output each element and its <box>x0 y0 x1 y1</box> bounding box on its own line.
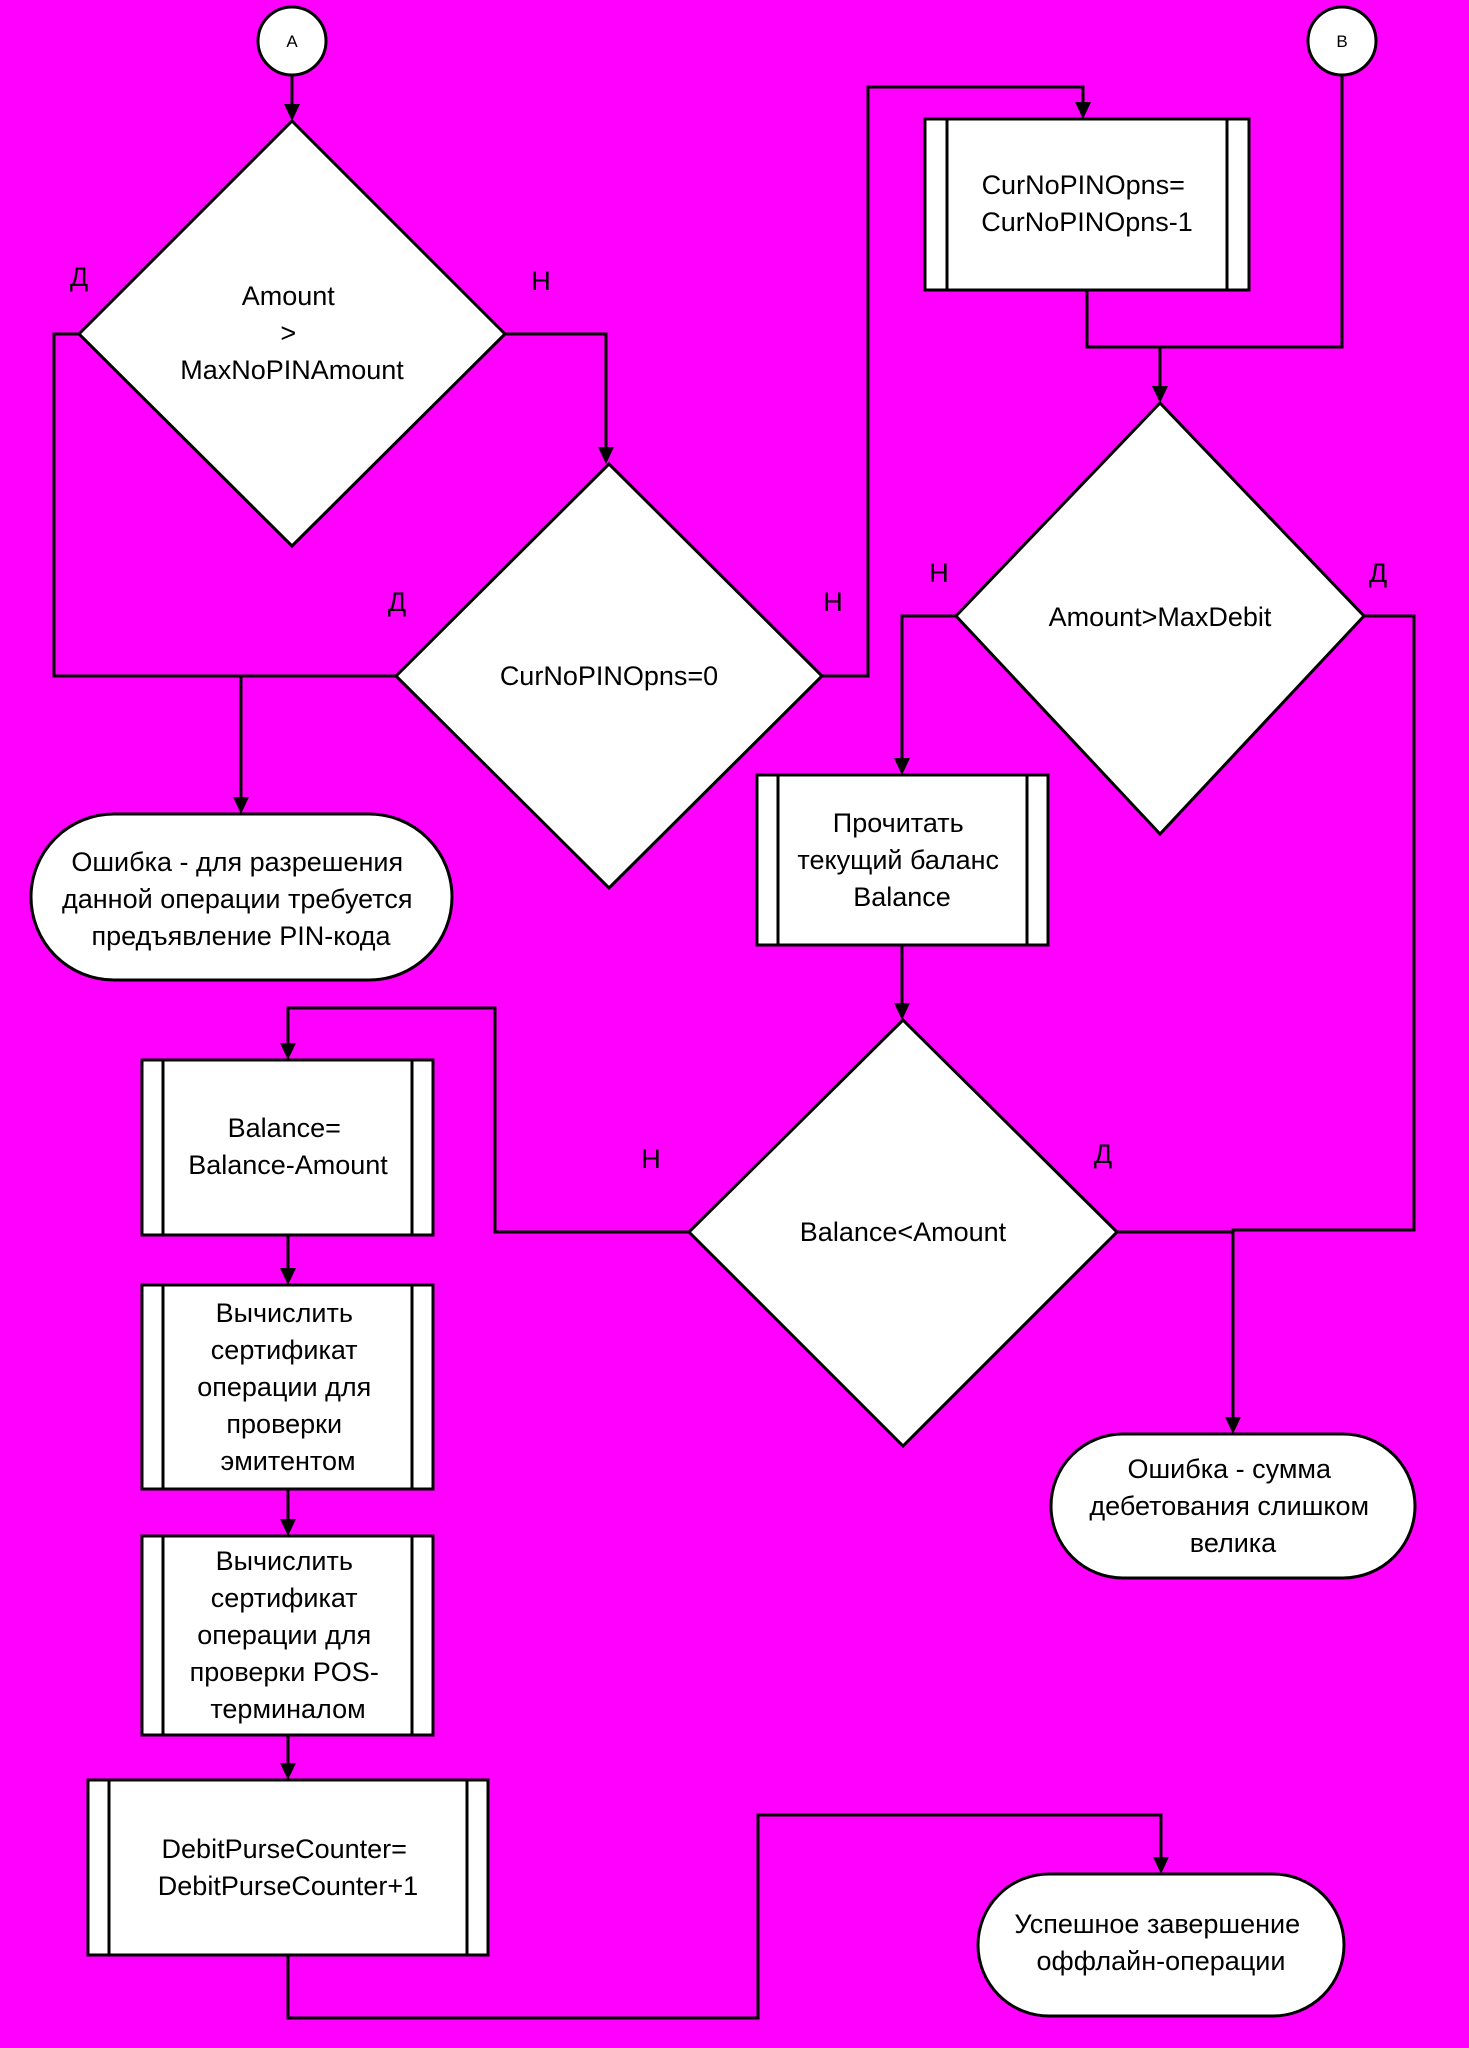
process-pos-certificate: Вычислить сертификат операции для провер… <box>140 1534 435 1737</box>
decision-amount-vs-max-nopin-text: Amount > MaxNoPINAmount <box>180 281 404 385</box>
process-5-line-1: Вычислить <box>216 1546 353 1576</box>
flow-counter-to-success <box>286 1813 1163 2020</box>
decision-balance-vs-amount: Balance<Amount <box>686 1017 1120 1449</box>
process-5-line-5: терминалом <box>210 1694 365 1724</box>
flow-d4-no-arrowhead <box>280 1043 296 1060</box>
process-3-line-2: Balance-Amount <box>188 1150 388 1180</box>
flow-decrement-to-d3-arrowhead <box>1152 386 1168 403</box>
terminal-3-line-1: Успешное завершение <box>1014 1909 1300 1939</box>
process-2-line-3: Balance <box>853 882 951 912</box>
decision-cur-nopin-zero: CurNoPINOpns=0 <box>393 461 825 891</box>
process-4-line-2: сертификат <box>211 1335 358 1365</box>
process-5-line-2: сертификат <box>211 1583 358 1613</box>
process-4-line-4: проверки <box>226 1409 342 1439</box>
flow-b-down <box>1160 75 1344 349</box>
branch-label-d2-yes: Д <box>388 587 406 617</box>
process-4-line-1: Вычислить <box>216 1298 353 1328</box>
process-4-line-5: эмитентом <box>220 1446 355 1476</box>
flow-update-to-issuer-arrowhead <box>280 1268 296 1285</box>
process-issuer-certificate-text: Вычислить сертификат операции для провер… <box>197 1298 378 1476</box>
flow-decrement-to-d3 <box>1085 290 1162 388</box>
branch-label-d2-no: Н <box>823 587 843 617</box>
flow-counter-to-success-arrowhead <box>1153 1857 1169 1874</box>
terminal-2-line-3: велика <box>1190 1528 1277 1558</box>
terminal-error-pin-required-text: Ошибка - для разрешения данной операции … <box>62 847 420 951</box>
process-6-line-2: DebitPurseCounter+1 <box>158 1871 418 1901</box>
flow-d1-no <box>505 332 608 449</box>
process-issuer-certificate: Вычислить сертификат операции для провер… <box>140 1283 435 1491</box>
flow-d3-yes-arrowhead <box>1225 1417 1241 1434</box>
terminal-3-line-2: оффлайн-операции <box>1037 1946 1286 1976</box>
connector-b-label: B <box>1336 32 1347 51</box>
process-read-balance-text: Прочитать текущий баланс Balance <box>797 808 1006 912</box>
flow-d4-no <box>286 1006 689 1234</box>
terminal-error-amount-too-large-text: Ошибка - сумма дебетования слишком велик… <box>1089 1454 1376 1558</box>
process-decrement-nopin-text: CurNoPINOpns= CurNoPINOpns-1 <box>981 170 1193 237</box>
process-1-line-2: CurNoPINOpns-1 <box>981 207 1193 237</box>
decision-cur-nopin-zero-text: CurNoPINOpns=0 <box>500 661 718 691</box>
process-1-line-1: CurNoPINOpns= <box>982 170 1185 200</box>
flow-d3-no-arrowhead <box>894 758 910 775</box>
terminal-success-text: Успешное завершение оффлайн-операции <box>1014 1909 1307 1976</box>
branch-labels: Д Н Д Н Н Д Н Д <box>70 262 1387 1174</box>
flow-d2-yes-arrowhead <box>233 797 249 814</box>
process-5-line-4: проверки POS- <box>190 1657 379 1687</box>
connector-a: A <box>256 5 328 77</box>
decision-amount-vs-max-debit-text: Amount>MaxDebit <box>1049 602 1272 632</box>
decision-1-line-2: > <box>280 318 296 348</box>
process-4-line-3: операции для <box>197 1372 371 1402</box>
process-2-line-2: текущий баланс <box>797 845 999 875</box>
process-6-line-1: DebitPurseCounter= <box>162 1834 407 1864</box>
branch-label-d1-no: Н <box>531 266 551 296</box>
decision-balance-vs-amount-text: Balance<Amount <box>800 1217 1007 1247</box>
process-decrement-nopin: CurNoPINOpns= CurNoPINOpns-1 <box>923 117 1251 292</box>
flow-d2-no <box>822 85 1085 678</box>
branch-label-d3-no: Н <box>929 558 949 588</box>
process-3-line-1: Balance= <box>228 1113 341 1143</box>
flow-d1-no-arrowhead <box>598 447 614 464</box>
branch-label-d4-yes: Д <box>1094 1139 1112 1169</box>
process-increment-counter-text: DebitPurseCounter= DebitPurseCounter+1 <box>158 1834 418 1901</box>
decision-amount-vs-max-nopin: Amount > MaxNoPINAmount <box>76 118 508 549</box>
decision-amount-vs-max-debit: Amount>MaxDebit <box>953 400 1367 837</box>
terminal-1-line-1: Ошибка - для разрешения <box>71 847 403 877</box>
branch-label-d1-yes: Д <box>70 262 88 292</box>
decision-1-line-1: Amount <box>242 281 336 311</box>
flow-d3-no <box>900 614 956 760</box>
terminal-1-line-3: предъявление PIN-кода <box>91 921 391 951</box>
process-update-balance-text: Balance= Balance-Amount <box>188 1113 388 1180</box>
flow-pos-to-counter-arrowhead <box>280 1763 296 1780</box>
terminal-2-line-1: Ошибка - сумма <box>1128 1454 1332 1484</box>
connector-a-label: A <box>286 32 298 51</box>
connector-b: B <box>1306 5 1378 77</box>
flow-d2-no-arrowhead <box>1075 102 1091 119</box>
flow-a-to-d1-arrowhead <box>284 104 300 121</box>
flow-lines <box>52 75 1416 2020</box>
branch-label-d3-yes: Д <box>1369 558 1387 588</box>
decision-3-line-1: Amount>MaxDebit <box>1049 602 1272 632</box>
terminal-2-line-2: дебетования слишком <box>1089 1491 1369 1521</box>
process-increment-counter: DebitPurseCounter= DebitPurseCounter+1 <box>86 1778 490 1957</box>
flow-d1-yes <box>52 332 396 678</box>
decision-2-line-1: CurNoPINOpns=0 <box>500 661 718 691</box>
process-update-balance: Balance= Balance-Amount <box>140 1058 435 1237</box>
process-2-line-1: Прочитать <box>833 808 964 838</box>
terminal-error-pin-required: Ошибка - для разрешения данной операции … <box>29 812 454 982</box>
terminal-success: Успешное завершение оффлайн-операции <box>976 1872 1346 2018</box>
decision-1-line-3: MaxNoPINAmount <box>180 355 404 385</box>
flow-d3-yes <box>1231 614 1416 1419</box>
process-read-balance: Прочитать текущий баланс Balance <box>755 773 1050 947</box>
flow-issuer-to-pos-arrowhead <box>280 1519 296 1536</box>
flow-read-to-d4-arrowhead <box>894 1003 910 1020</box>
branch-label-d4-no: Н <box>641 1144 661 1174</box>
terminal-error-amount-too-large: Ошибка - сумма дебетования слишком велик… <box>1049 1432 1417 1580</box>
process-pos-certificate-text: Вычислить сертификат операции для провер… <box>190 1546 387 1724</box>
process-5-line-3: операции для <box>197 1620 371 1650</box>
decision-4-line-1: Balance<Amount <box>800 1217 1007 1247</box>
terminal-1-line-2: данной операции требуется <box>62 884 412 914</box>
